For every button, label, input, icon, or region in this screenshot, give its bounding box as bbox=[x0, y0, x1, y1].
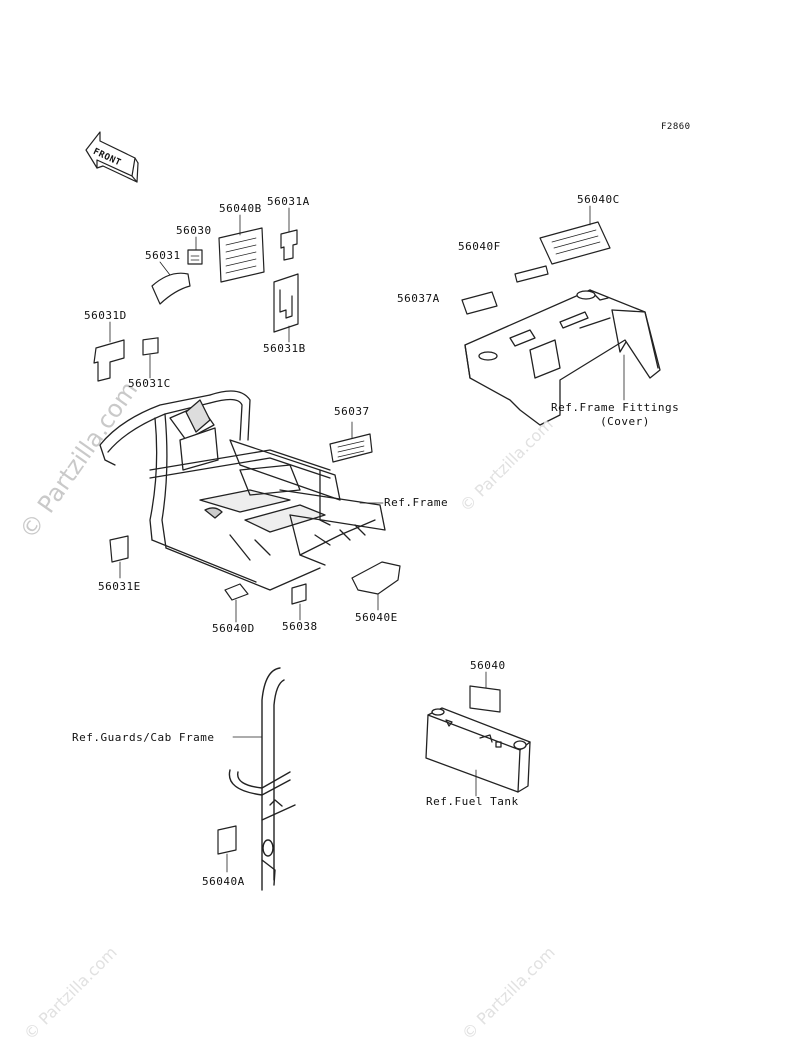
frame-art bbox=[99, 390, 386, 591]
ref-frame[interactable]: Ref.Frame bbox=[384, 496, 449, 509]
decal-56031B bbox=[273, 273, 299, 333]
decal-56040C bbox=[539, 221, 611, 265]
part-label-56038[interactable]: 56038 bbox=[282, 620, 318, 633]
part-label-56031C[interactable]: 56031C bbox=[128, 377, 171, 390]
decal-56040A bbox=[217, 825, 237, 855]
decal-56040E bbox=[351, 561, 401, 595]
decal-56040B bbox=[218, 227, 265, 283]
ref-guards-cab-frame[interactable]: Ref.Guards/Cab Frame bbox=[72, 731, 215, 744]
decal-56040D bbox=[224, 583, 249, 601]
part-label-56037[interactable]: 56037 bbox=[334, 405, 370, 418]
decal-56037A bbox=[461, 291, 498, 315]
decal-56040F bbox=[514, 265, 549, 283]
cover-art bbox=[464, 289, 661, 426]
fuel-tank-art bbox=[425, 707, 531, 793]
ref-frame-fittings-cover: (Cover) bbox=[600, 415, 650, 428]
diagram-code: F2860 bbox=[661, 122, 691, 132]
part-label-56040C[interactable]: 56040C bbox=[577, 193, 620, 206]
ref-frame-fittings[interactable]: Ref.Frame Fittings bbox=[551, 401, 680, 414]
part-label-56040E[interactable]: 56040E bbox=[355, 611, 398, 624]
part-label-56031[interactable]: 56031 bbox=[145, 249, 181, 262]
part-label-56037A[interactable]: 56037A bbox=[397, 292, 440, 305]
ref-fuel-tank[interactable]: Ref.Fuel Tank bbox=[426, 795, 519, 808]
part-label-56031D[interactable]: 56031D bbox=[84, 309, 127, 322]
decal-56040 bbox=[469, 685, 501, 713]
part-label-56030[interactable]: 56030 bbox=[176, 224, 212, 237]
decal-56038 bbox=[291, 583, 307, 605]
decal-56030 bbox=[187, 249, 203, 265]
part-label-56031B[interactable]: 56031B bbox=[263, 342, 306, 355]
part-label-56031A[interactable]: 56031A bbox=[267, 195, 310, 208]
part-label-56031E[interactable]: 56031E bbox=[98, 580, 141, 593]
part-label-56040B[interactable]: 56040B bbox=[219, 202, 262, 215]
decal-56031C bbox=[142, 337, 159, 356]
part-label-56040[interactable]: 56040 bbox=[470, 659, 506, 672]
decal-56037 bbox=[329, 433, 373, 463]
decal-56031A bbox=[280, 229, 298, 261]
part-label-56040D[interactable]: 56040D bbox=[212, 622, 255, 635]
decal-56031E bbox=[109, 535, 129, 563]
front-arrow-icon bbox=[85, 131, 139, 183]
decal-56031D bbox=[93, 339, 125, 382]
guards-art bbox=[228, 667, 296, 891]
part-label-56040A[interactable]: 56040A bbox=[202, 875, 245, 888]
decal-56031 bbox=[151, 272, 191, 305]
part-label-56040F[interactable]: 56040F bbox=[458, 240, 501, 253]
